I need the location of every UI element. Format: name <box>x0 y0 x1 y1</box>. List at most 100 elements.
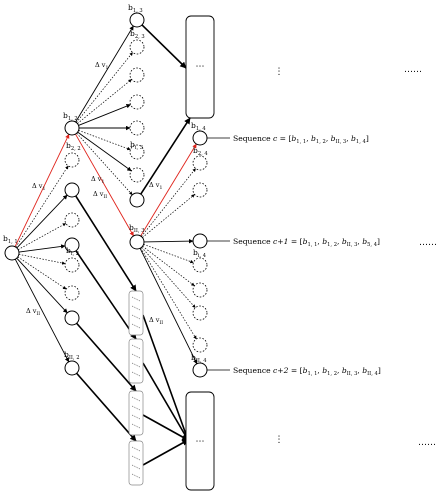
box-top-ellipsis: ⋯ <box>196 62 205 72</box>
edge-bII3-d4b <box>142 194 195 238</box>
delta-vII-mid: Δ vII <box>93 190 107 200</box>
node-r4 <box>192 233 208 249</box>
mini-branch-edge <box>131 414 141 420</box>
edge-b11-bi2 <box>18 254 66 265</box>
horizontal-ellipsis-mid: …… <box>419 238 437 248</box>
node-b11 <box>4 245 20 261</box>
node-d3d <box>129 120 145 136</box>
label-bi4: bi, 4 <box>193 248 207 259</box>
label-b12: b1, 2 <box>63 111 78 122</box>
edge-mini-box-3 <box>142 439 189 466</box>
mini-branch-box <box>128 440 144 486</box>
edge-bII2-mini <box>76 372 137 442</box>
delta-vII-left: Δ vII <box>26 307 40 317</box>
mini-branch-edge <box>131 344 141 350</box>
edge-b11-l2c <box>17 223 67 250</box>
edge-b11-l2f <box>17 256 67 290</box>
node-b12 <box>64 120 80 136</box>
label-bII2: bII, 2 <box>64 350 80 361</box>
node-d3f <box>129 167 145 183</box>
node-l2d <box>64 237 80 253</box>
node-l2b <box>64 182 80 198</box>
mini-branch-edge <box>131 446 141 452</box>
sequence-label: Sequence c+1 = [b1, 1, b1, 2, bII, 3, b5… <box>233 237 380 248</box>
edge-b11-l2d <box>18 244 66 253</box>
node-d4b <box>192 182 208 198</box>
mini-branch-edge <box>131 455 141 461</box>
edge-bII3-d4g <box>140 247 197 340</box>
label-bII3: bII, 3 <box>129 223 145 234</box>
mini-branch-edge <box>131 371 141 377</box>
mini-branch-edge <box>131 296 141 302</box>
mini-branch-edge <box>131 305 141 311</box>
edge-b12-d3g <box>76 132 133 196</box>
delta-vII-low: Δ vII <box>149 316 163 326</box>
node-d3g <box>129 192 145 208</box>
edge-mini-box-1 <box>142 362 189 441</box>
mini-branch-edge <box>131 353 141 359</box>
mini-branch-edge <box>131 362 141 368</box>
node-d4d <box>192 257 208 273</box>
node-l2c <box>64 212 80 228</box>
edge-b11-l2g <box>16 257 68 314</box>
edge-b11-l2a <box>15 165 69 248</box>
collapsed-branch-box-bottom <box>185 391 215 491</box>
edge-b11-b12 <box>14 133 70 247</box>
sequence-label: Sequence c+2 = [b1, 1, b1, 2, bII, 3, bI… <box>233 366 381 377</box>
mini-branch-edge <box>131 396 141 402</box>
horizontal-ellipsis-bottom: …… <box>418 438 436 448</box>
box-bottom-ellipsis: ⋯ <box>196 437 205 447</box>
label-b22: b2, 2 <box>66 141 81 152</box>
mini-branch-edge <box>131 323 141 329</box>
edge-bII3-d4a <box>141 168 196 237</box>
vertical-ellipsis-bottom: ⋮ <box>275 435 284 445</box>
edge-bII3-bII4 <box>139 248 198 365</box>
edge-d3g-box <box>140 117 191 195</box>
node-b13 <box>129 12 145 28</box>
edge-l2d-mini <box>75 250 137 340</box>
sequence-layer: Sequence c = [b1, 1, b1, 2, bII, 3, b1, … <box>233 65 437 448</box>
label-bII4: bII, 4 <box>191 353 207 364</box>
vertical-ellipsis-top: ⋮ <box>275 67 284 77</box>
node-b14 <box>192 130 208 146</box>
node-d3e <box>129 144 145 160</box>
label-b24: b2, 4 <box>193 146 208 157</box>
edge-b12-d3f <box>77 131 132 172</box>
edge-b13-box <box>141 24 187 69</box>
node-bII4 <box>192 362 208 378</box>
mini-branch-box <box>128 390 144 436</box>
delta-v1-left: Δ v1 <box>32 182 45 192</box>
delta-v1-mid: Δ v1 <box>91 175 104 185</box>
label-bi3-top: bi, 3 <box>130 140 143 151</box>
node-bII2 <box>64 360 80 376</box>
edge-bII3-r4 <box>143 238 194 244</box>
edge-b12-d3c <box>78 104 131 126</box>
edge-layer <box>14 24 230 466</box>
node-d4e <box>192 282 208 298</box>
mini-branch-box <box>128 338 144 384</box>
node-l2g <box>64 310 80 326</box>
edge-bII3-d4d <box>143 244 194 264</box>
label-b13: b1, 3 <box>128 3 143 14</box>
node-d3c <box>129 94 145 110</box>
horizontal-ellipsis-top: …… <box>404 65 422 75</box>
edge-b11-bII2 <box>14 258 70 363</box>
edge-b12-d3e <box>78 130 131 151</box>
delta-v1-right: Δ v1 <box>149 181 162 191</box>
edge-bII3-b14 <box>140 143 197 237</box>
node-l2f <box>64 285 80 301</box>
edge-b12-b13 <box>75 25 134 123</box>
sequence-label: Sequence c = [b1, 1, b1, 2, bII, 3, b1, … <box>233 134 369 145</box>
edge-bII3-d4e <box>142 245 195 287</box>
node-d3a <box>129 39 145 55</box>
edge-mini-box-0 <box>142 314 190 441</box>
mini-branch-edge <box>131 423 141 429</box>
box-layer: ⋯⋯ <box>128 15 215 491</box>
mini-branch-edge <box>131 473 141 479</box>
label-b14: b1, 4 <box>191 121 206 132</box>
edge-l2b-mini <box>75 195 137 292</box>
node-d3b <box>129 67 145 83</box>
node-bi2 <box>64 257 80 273</box>
